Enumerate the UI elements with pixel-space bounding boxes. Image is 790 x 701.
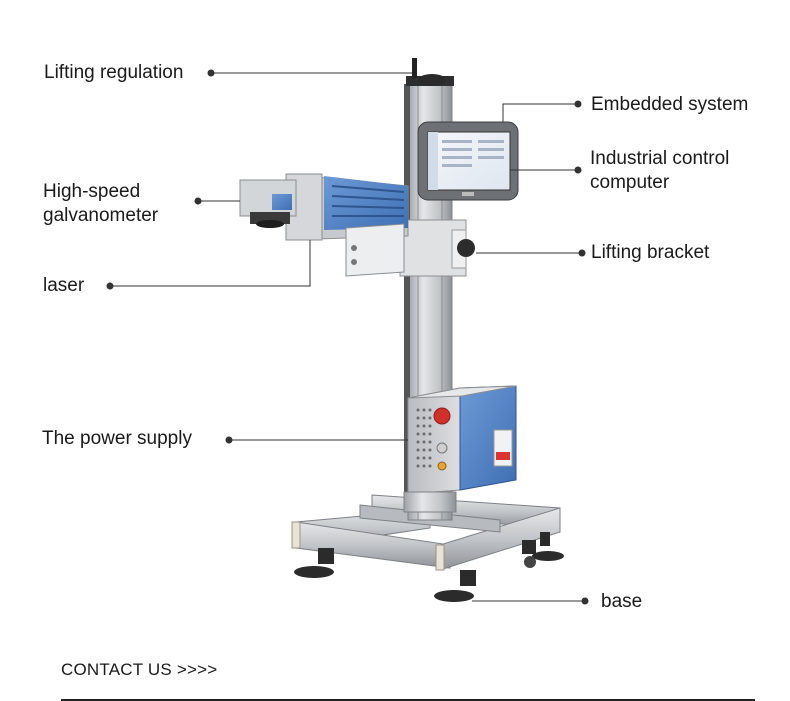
footer-divider (61, 699, 755, 701)
label-lifting-regulation: Lifting regulation (44, 62, 184, 83)
label-embedded-system: Embedded system (591, 94, 749, 115)
label-high-speed-galvanometer: High-speed galvanometer (43, 181, 159, 226)
contact-us-link[interactable]: CONTACT US >>>> (61, 660, 218, 679)
power-supply-box (407, 385, 517, 495)
leader-lines (106, 69, 589, 605)
label-laser: laser (43, 275, 85, 296)
industrial-control-computer (417, 121, 519, 201)
galvanometer-head (239, 179, 297, 228)
caster-wheels (294, 532, 564, 602)
laser-mount-block (345, 223, 405, 277)
laser-body (285, 173, 409, 241)
label-power-supply: The power supply (42, 428, 192, 449)
column-foot (403, 491, 457, 513)
lifting-bracket (399, 219, 475, 277)
label-lifting-bracket: Lifting bracket (591, 242, 710, 263)
label-base: base (601, 591, 643, 612)
label-industrial-control-computer: Industrial control computer (590, 148, 730, 193)
lifting-handle (412, 58, 446, 86)
